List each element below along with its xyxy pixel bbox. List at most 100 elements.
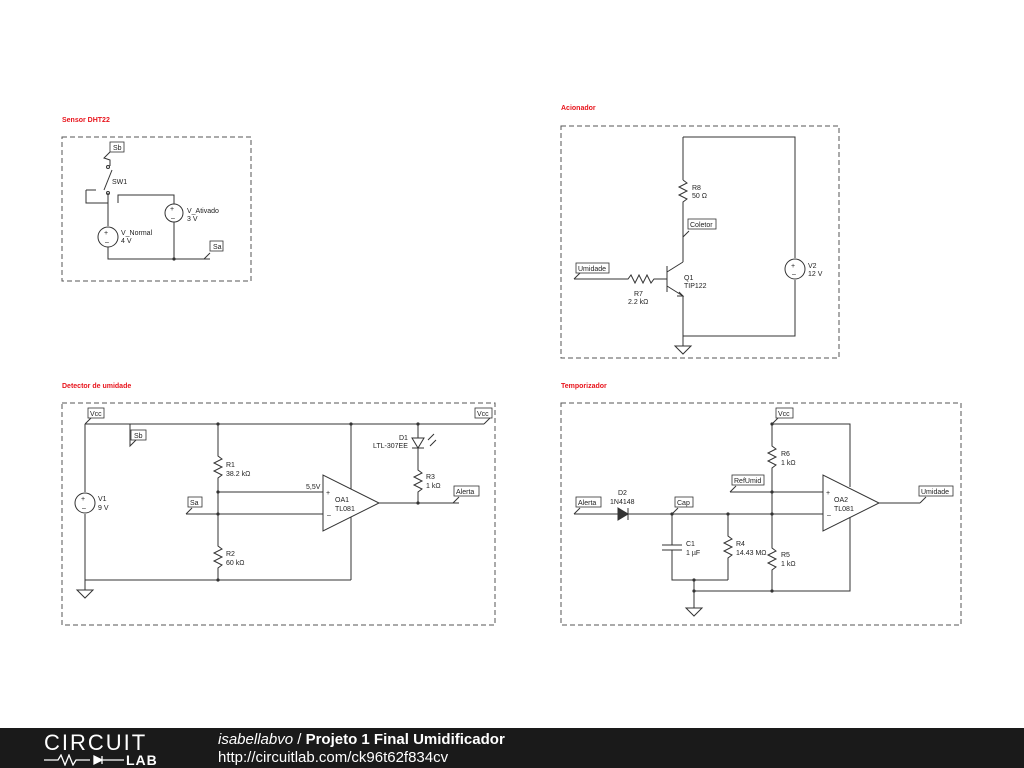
d1-led[interactable] xyxy=(411,437,425,449)
footer-url[interactable]: http://circuitlab.com/ck96t62f834cv xyxy=(218,749,449,766)
r4-resistor[interactable] xyxy=(722,514,734,580)
v1-plus: + xyxy=(81,496,85,503)
sensor-sa-label: Sa xyxy=(213,244,222,251)
r2-name: R2 xyxy=(226,551,235,558)
r4-value: 14.43 MΩ xyxy=(736,550,767,557)
sensor-sa-tag[interactable] xyxy=(209,240,224,252)
temporizador-umidade-label: Umidade xyxy=(921,489,949,496)
footer-author[interactable]: isabellabvo xyxy=(218,731,294,748)
r7-value: 2.2 kΩ xyxy=(628,299,648,306)
r3-resistor[interactable] xyxy=(412,448,424,503)
footer-separator: / xyxy=(293,731,306,748)
v-ativado-value: 3 V xyxy=(187,216,198,223)
oa1-name: OA1 xyxy=(335,497,349,504)
v2-value: 12 V xyxy=(808,271,823,278)
sensor-sb-tag[interactable] xyxy=(109,141,125,153)
detector-sa-label: Sa xyxy=(190,500,199,507)
r5-value: 1 kΩ xyxy=(781,561,796,568)
oa1-minus: – xyxy=(327,512,331,519)
detector-sb-label: Sb xyxy=(134,433,143,440)
oa1-plus: + xyxy=(326,490,330,497)
acionador-umidade-label: Umidade xyxy=(578,266,606,273)
temporizador-alerta-label: Alerta xyxy=(578,500,596,507)
sensor-frame xyxy=(61,136,252,282)
sensor-sb-label: Sb xyxy=(113,145,122,152)
v-normal-name: V_Normal xyxy=(121,230,153,237)
v-normal-value: 4 V xyxy=(121,238,132,245)
v1-name: V1 xyxy=(98,496,107,503)
sw1-contact-top xyxy=(106,165,110,169)
r6-name: R6 xyxy=(781,451,790,458)
r6-resistor[interactable] xyxy=(766,424,778,514)
temporizador-vcc-label: Vcc xyxy=(778,411,790,418)
v1-value: 9 V xyxy=(98,505,109,512)
detector-ground-icon xyxy=(75,589,95,599)
detector-title: Detector de umidade xyxy=(62,383,131,390)
refumid-label: RefUmid xyxy=(734,478,761,485)
sw1-blade[interactable] xyxy=(103,169,113,191)
r3-name: R3 xyxy=(426,474,435,481)
d1-value: LTL-307EE xyxy=(373,443,408,450)
c1-value: 1 µF xyxy=(686,550,700,557)
v-normal-minus: – xyxy=(105,239,109,246)
detector-vcc-right-tag[interactable] xyxy=(474,407,493,419)
v-ativado-name: V_Ativado xyxy=(187,208,219,215)
block-acionador: Acionador R8 50 Ω Coletor Q1 TIP122 R7 2… xyxy=(560,105,840,359)
coletor-tag[interactable] xyxy=(687,218,717,230)
detector-sb-tag[interactable] xyxy=(130,429,147,441)
r4-name: R4 xyxy=(736,541,745,548)
circuitlab-logo-wave-icon xyxy=(44,754,124,766)
refumid-tag[interactable] xyxy=(731,474,765,486)
v2-source[interactable] xyxy=(784,258,806,280)
r2-resistor[interactable] xyxy=(212,492,224,580)
v-normal-source[interactable] xyxy=(97,226,119,248)
acionador-umidade-tag[interactable] xyxy=(575,262,610,274)
oa2-plus: + xyxy=(826,490,830,497)
footer-title-line: isabellabvo / Projeto 1 Final Umidificad… xyxy=(218,731,505,748)
detector-vcc-left-tag[interactable] xyxy=(87,407,105,419)
v1-source[interactable] xyxy=(74,492,96,514)
circuitlab-logo-top: CIRCUIT xyxy=(44,730,148,755)
detector-frame xyxy=(61,402,496,626)
oa2-value: TL081 xyxy=(834,506,854,513)
r3-value: 1 kΩ xyxy=(426,483,441,490)
acionador-ground-icon xyxy=(673,345,693,355)
temporizador-alerta-tag[interactable] xyxy=(575,496,602,508)
q1-name: Q1 xyxy=(684,275,693,282)
cap-tag[interactable] xyxy=(674,496,694,508)
r1-value: 38.2 kΩ xyxy=(226,471,250,478)
footer-bar: CIRCUIT LAB isabellabvo / Projeto 1 Fina… xyxy=(0,728,1024,768)
circuitlab-logo-bottom: LAB xyxy=(126,752,158,768)
d2-value: 1N4148 xyxy=(610,499,635,506)
detector-vcc-right-label: Vcc xyxy=(477,411,489,418)
v-ativado-source[interactable] xyxy=(164,203,184,223)
d1-name: D1 xyxy=(399,435,408,442)
oa1-value: TL081 xyxy=(335,506,355,513)
oa2-minus: – xyxy=(827,512,831,519)
detector-alerta-tag[interactable] xyxy=(453,485,480,497)
r1-resistor[interactable] xyxy=(212,424,224,492)
temporizador-ground-icon xyxy=(684,607,704,617)
r6-value: 1 kΩ xyxy=(781,460,796,467)
d2-diode[interactable] xyxy=(617,507,629,521)
r8-name: R8 xyxy=(692,185,701,192)
oa2-opamp[interactable] xyxy=(822,474,881,532)
detector-vcc-left-label: Vcc xyxy=(90,411,102,418)
r5-resistor[interactable] xyxy=(766,514,778,591)
block-detector: Detector de umidade Vcc Vcc Sb + – V1 9 … xyxy=(61,383,496,626)
r8-resistor[interactable] xyxy=(677,179,689,262)
block-sensor: Sensor DHT22 Sb SW1 + – V_Ativado 3 V + … xyxy=(61,117,252,282)
temporizador-vcc-tag[interactable] xyxy=(775,407,794,419)
d1-emission-icon xyxy=(427,433,437,447)
v2-minus: – xyxy=(792,271,796,278)
footer-project-title: Projeto 1 Final Umidificador xyxy=(305,731,505,748)
v-normal-plus: + xyxy=(104,230,108,237)
temporizador-frame xyxy=(560,402,962,626)
d2-name: D2 xyxy=(618,490,627,497)
r7-resistor[interactable] xyxy=(574,273,667,285)
r8-value: 50 Ω xyxy=(692,193,707,200)
temporizador-umidade-tag[interactable] xyxy=(918,485,954,497)
r2-value: 60 kΩ xyxy=(226,560,244,567)
detector-alerta-label: Alerta xyxy=(456,489,474,496)
detector-sa-tag[interactable] xyxy=(187,496,203,508)
